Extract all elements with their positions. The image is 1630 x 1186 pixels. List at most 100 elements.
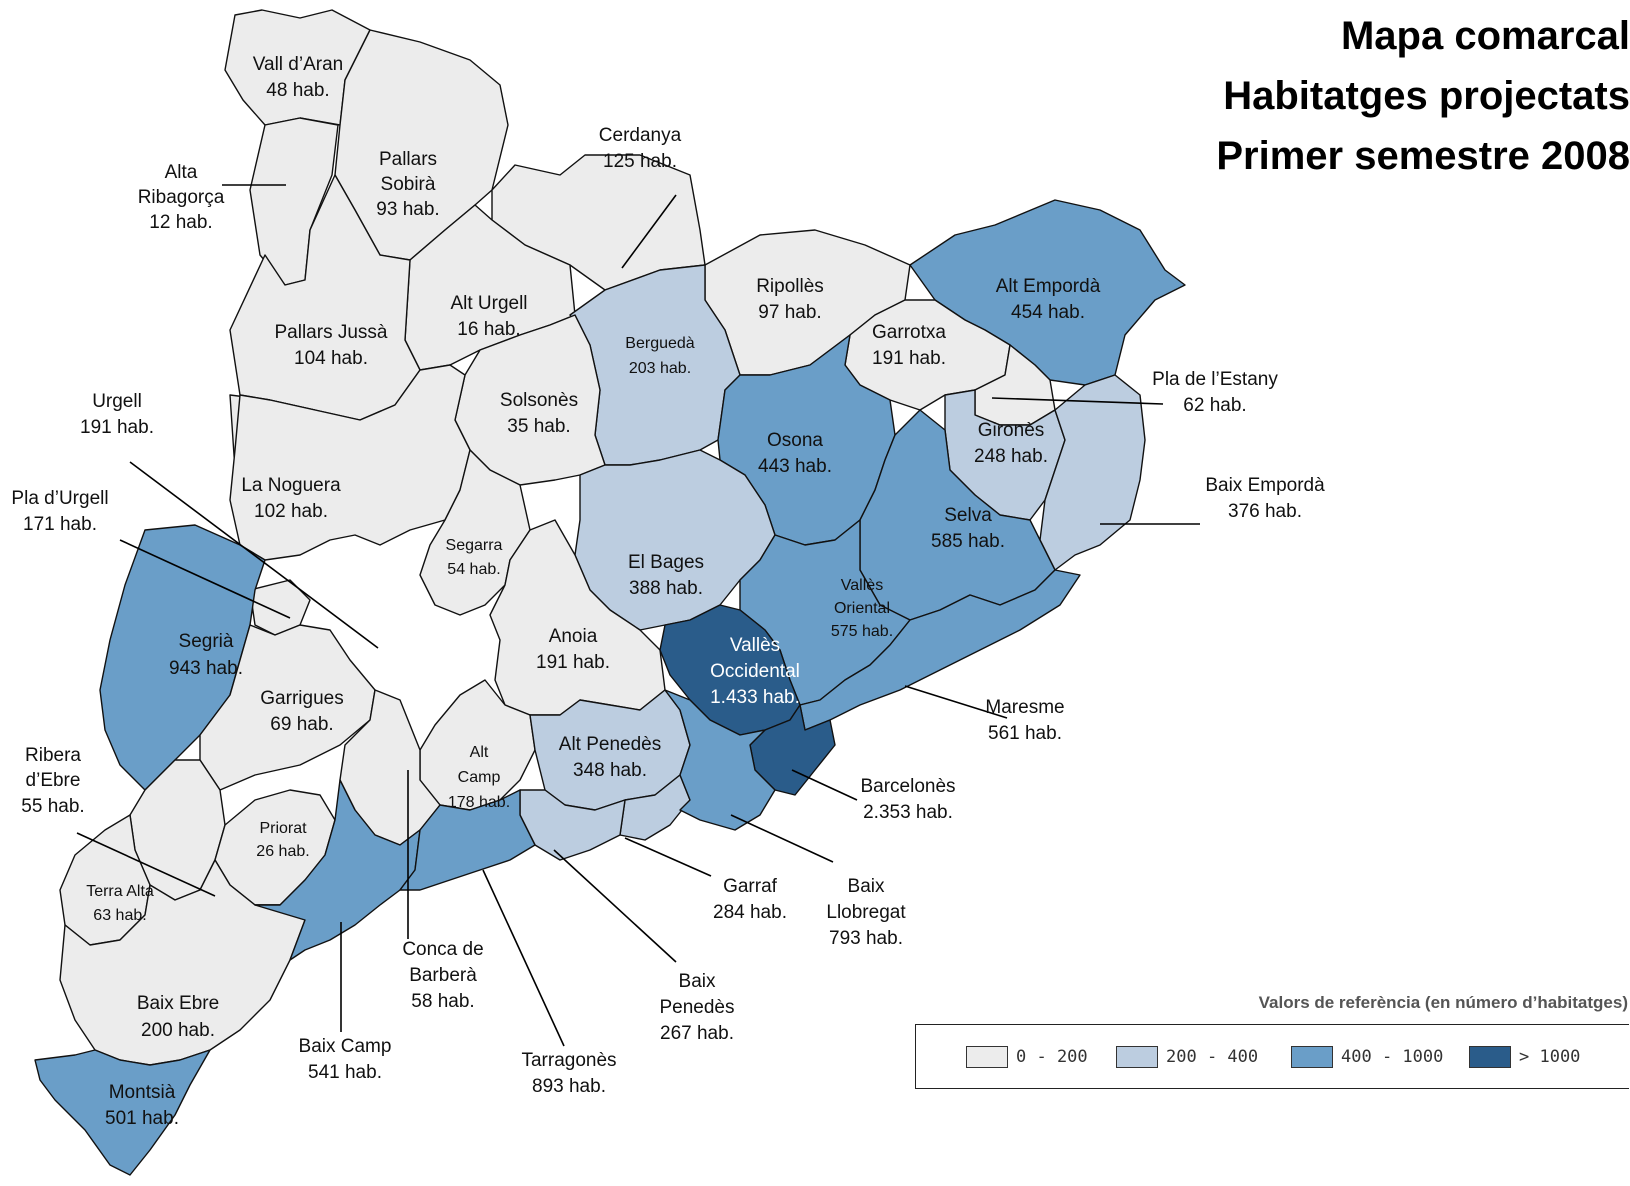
leader-line-baix-llobregat	[730, 814, 834, 863]
label-line: Alt	[470, 744, 489, 761]
label-line: 178 hab.	[448, 794, 510, 811]
label-line: 388 hab.	[629, 578, 703, 599]
label-line: 443 hab.	[758, 456, 832, 477]
label-line: Terra Alta	[86, 883, 154, 900]
label-line: Garrigues	[260, 688, 343, 709]
legend-label: 0 - 200	[1016, 1047, 1088, 1067]
label-pla-de-lestany: Pla de l’Estany 62 hab.	[1152, 369, 1278, 416]
label-line: Baix	[848, 876, 885, 897]
label-line: 454 hab.	[1011, 302, 1085, 323]
label-line: 348 hab.	[573, 760, 647, 781]
leader-line-maresme	[904, 685, 1008, 719]
label-line: Garraf	[723, 876, 778, 897]
legend-label: 400 - 1000	[1341, 1047, 1444, 1067]
label-line: Osona	[767, 430, 823, 451]
label-line: 585 hab.	[931, 531, 1005, 552]
label-line: 191 hab.	[80, 417, 154, 438]
label-line: Vallès	[730, 635, 780, 656]
label-line: Barcelonès	[860, 776, 955, 797]
leader-lines	[76, 184, 1200, 1047]
label-line: 200 hab.	[141, 1020, 215, 1041]
leader-line-urgell	[129, 461, 379, 649]
label-line: 575 hab.	[831, 623, 893, 640]
label-line: Alt Urgell	[450, 293, 527, 314]
legend-label: 200 - 400	[1166, 1047, 1259, 1067]
label-line: 58 hab.	[411, 991, 474, 1012]
label-line: Barberà	[409, 965, 477, 986]
label-line: Alt Empordà	[996, 276, 1101, 297]
legend-label: > 1000	[1519, 1047, 1581, 1067]
label-line: 16 hab.	[457, 319, 520, 340]
legend-item-400-1000: 400 - 1000	[1291, 1045, 1443, 1069]
label-terra-alta: Terra Alta 63 hab.	[86, 883, 154, 924]
region-garraf	[619, 774, 691, 841]
legend-swatch	[1291, 1046, 1333, 1068]
legend-item-0-200: 0 - 200	[966, 1045, 1088, 1069]
label-line: 62 hab.	[1183, 395, 1246, 416]
label-line: 55 hab.	[21, 796, 84, 817]
region-baix-emporda	[1039, 374, 1146, 571]
leader-line-baix-penedes	[553, 849, 677, 963]
label-line: Occidental	[710, 661, 800, 682]
label-line: Ribagorça	[138, 187, 225, 208]
label-line: El Bages	[628, 552, 704, 573]
region-maresme	[799, 569, 1081, 731]
region-garrigues	[199, 624, 376, 791]
label-line: 35 hab.	[507, 416, 570, 437]
label-line: Baix Empordà	[1205, 475, 1325, 496]
label-line: 248 hab.	[974, 446, 1048, 467]
legend-swatch	[1116, 1046, 1158, 1068]
label-line: 125 hab.	[603, 151, 677, 172]
label-line: 104 hab.	[294, 348, 368, 369]
label-line: Berguedà	[625, 335, 694, 352]
label-line: Selva	[944, 505, 992, 526]
label-line: 54 hab.	[447, 561, 500, 578]
label-line: 12 hab.	[149, 212, 212, 233]
label-line: 69 hab.	[270, 714, 333, 735]
label-line: Pla de l’Estany	[1152, 369, 1278, 390]
label-garraf: Garraf 284 hab.	[713, 876, 787, 923]
title-line-1: Mapa comarcal	[1340, 14, 1630, 58]
label-line: 26 hab.	[256, 843, 309, 860]
label-line: Camp	[458, 769, 501, 786]
label-line: 93 hab.	[376, 199, 439, 220]
label-line: 63 hab.	[93, 907, 146, 924]
label-line: Vall d’Aran	[253, 54, 343, 75]
label-line: 1.433 hab.	[710, 687, 800, 708]
legend-swatch	[966, 1046, 1008, 1068]
label-line: 541 hab.	[308, 1062, 382, 1083]
label-line: Sobirà	[381, 174, 436, 195]
label-line: 943 hab.	[169, 658, 243, 679]
label-alt-emporda: Alt Empordà 454 hab.	[996, 276, 1101, 323]
label-line: 284 hab.	[713, 902, 787, 923]
label-line: Vallès	[841, 577, 883, 594]
label-line: 171 hab.	[23, 514, 97, 535]
label-line: Alta	[165, 162, 198, 183]
label-line: Solsonès	[500, 390, 578, 411]
label-osona: Osona 443 hab.	[758, 430, 832, 477]
label-line: Baix	[679, 971, 716, 992]
label-line: Conca de	[402, 939, 483, 960]
